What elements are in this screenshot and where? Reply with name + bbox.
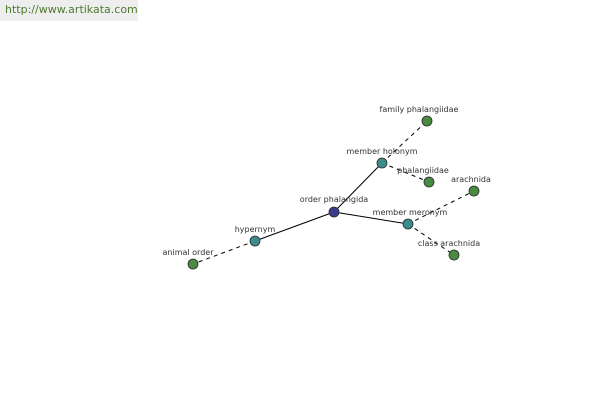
nodes-layer	[187, 115, 480, 270]
node-family-phalangiidae[interactable]	[421, 115, 433, 127]
node-hypernym[interactable]	[249, 235, 261, 247]
edge-member-holonym-to-phalangiidae	[381, 162, 430, 183]
node-member-holonym[interactable]	[376, 157, 388, 169]
node-label-animal-order: animal order	[163, 248, 215, 257]
node-label-phalangiidae: phalangiidae	[397, 166, 449, 175]
url-bar: http://www.artikata.com	[0, 0, 138, 21]
node-arachnida[interactable]	[468, 185, 480, 197]
edges-layer	[192, 120, 475, 265]
labels-layer: order phalangida hypernym member holonym me…	[163, 105, 492, 257]
edge-member-holonym-to-family-phalangiidae	[381, 120, 428, 164]
edge-order-phalangida-to-member-holonym	[333, 162, 383, 213]
site-url-link[interactable]: http://www.artikata.com	[5, 3, 138, 16]
node-animal-order[interactable]	[187, 258, 199, 270]
node-phalangiidae[interactable]	[423, 176, 435, 188]
node-label-hypernym: hypernym	[235, 225, 276, 234]
edge-order-phalangida-to-hypernym	[254, 211, 335, 242]
node-label-arachnida: arachnida	[451, 175, 491, 184]
node-label-family-phalangiidae: family phalangiidae	[380, 105, 459, 114]
edge-order-phalangida-to-member-meronym	[333, 211, 409, 225]
node-label-member-holonym: member holonym	[346, 147, 417, 156]
edge-hypernym-to-animal-order	[192, 240, 256, 265]
node-member-meronym[interactable]	[402, 218, 414, 230]
node-label-order-phalangida: order phalangida	[300, 195, 369, 204]
edge-member-meronym-to-class-arachnida	[407, 223, 455, 256]
node-order-phalangida[interactable]	[328, 206, 340, 218]
node-label-member-meronym: member meronym	[373, 208, 448, 217]
node-label-class-arachnida: class arachnida	[418, 239, 480, 248]
node-class-arachnida[interactable]	[448, 249, 460, 261]
